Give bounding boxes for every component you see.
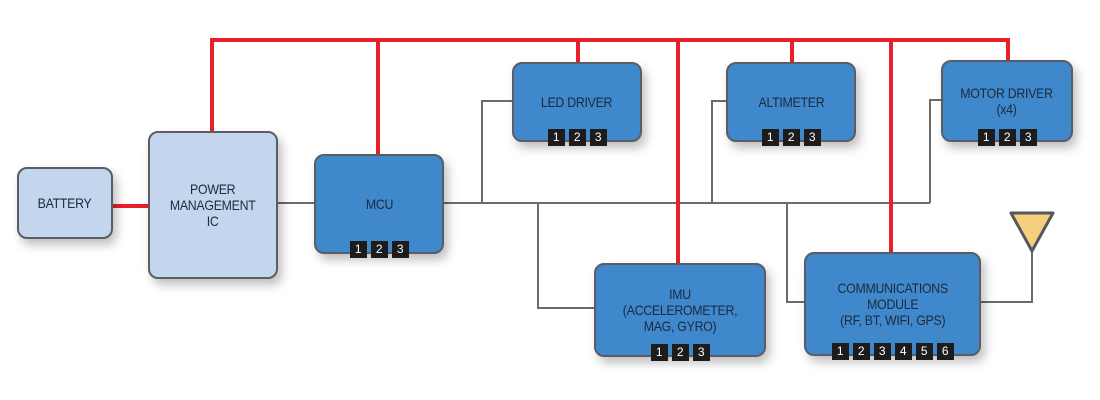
bus-motor-driver-line <box>929 99 943 203</box>
motor-driver-label: MOTOR DRIVER (x4) <box>960 85 1054 117</box>
pin: 2 <box>568 129 586 146</box>
power-management-ic-label: POWER MANAGEMENT IC <box>170 181 256 229</box>
pin: 1 <box>761 129 779 146</box>
communications-module-label: COMMUNICATIONS MODULE (RF, BT, WIFI, GPS… <box>837 280 948 328</box>
motor-driver-pins: 1 2 3 <box>943 129 1071 146</box>
led-driver-pins: 1 2 3 <box>514 129 640 146</box>
power-management-ic-block: POWER MANAGEMENT IC <box>148 131 278 279</box>
pin: 1 <box>349 241 367 258</box>
imu-block: IMU (ACCELEROMETER, MAG, GYRO) 1 2 3 <box>594 263 766 361</box>
pin: 2 <box>370 241 388 258</box>
communications-module-block: COMMUNICATIONS MODULE (RF, BT, WIFI, GPS… <box>804 252 981 360</box>
altimeter-label: ALTIMETER <box>758 94 824 110</box>
pin: 1 <box>977 129 995 146</box>
imu-label: IMU (ACCELEROMETER, MAG, GYRO) <box>622 286 738 334</box>
mcu-pins: 1 2 3 <box>316 241 442 258</box>
power-lines <box>112 38 1010 265</box>
pin: 3 <box>873 343 891 360</box>
battery-label: BATTERY <box>38 195 92 211</box>
imu-pins: 1 2 3 <box>596 344 764 361</box>
pin: 2 <box>852 343 870 360</box>
led-driver-block: LED DRIVER 1 2 3 <box>512 62 642 146</box>
bus-led-driver-line <box>481 100 514 203</box>
altimeter-block: ALTIMETER 1 2 3 <box>726 62 856 146</box>
pin: 6 <box>936 343 954 360</box>
pin: 2 <box>671 344 689 361</box>
altimeter-pins: 1 2 3 <box>728 129 854 146</box>
antenna-icon <box>1009 211 1055 253</box>
mcu-block: MCU 1 2 3 <box>314 154 444 258</box>
pin: 3 <box>1019 129 1037 146</box>
pin: 1 <box>547 129 565 146</box>
signal-lines <box>278 99 1033 309</box>
mcu-label: MCU <box>365 196 393 212</box>
pin: 5 <box>915 343 933 360</box>
communications-module-pins: 1 2 3 4 5 6 <box>806 343 979 360</box>
pin: 3 <box>803 129 821 146</box>
pin: 4 <box>894 343 912 360</box>
pin: 3 <box>589 129 607 146</box>
power-rail-line <box>210 38 1010 132</box>
bus-imu-line <box>537 203 596 309</box>
pin: 1 <box>831 343 849 360</box>
battery-block: BATTERY <box>17 167 113 239</box>
pin: 3 <box>692 344 710 361</box>
pin: 1 <box>650 344 668 361</box>
bus-altimeter-line <box>711 100 727 203</box>
pin: 2 <box>998 129 1016 146</box>
led-driver-label: LED DRIVER <box>541 94 613 110</box>
pin: 2 <box>782 129 800 146</box>
motor-driver-block: MOTOR DRIVER (x4) 1 2 3 <box>941 60 1073 146</box>
comms-antenna-line <box>980 252 1033 303</box>
bus-comms-line <box>786 203 805 303</box>
pin: 3 <box>391 241 409 258</box>
